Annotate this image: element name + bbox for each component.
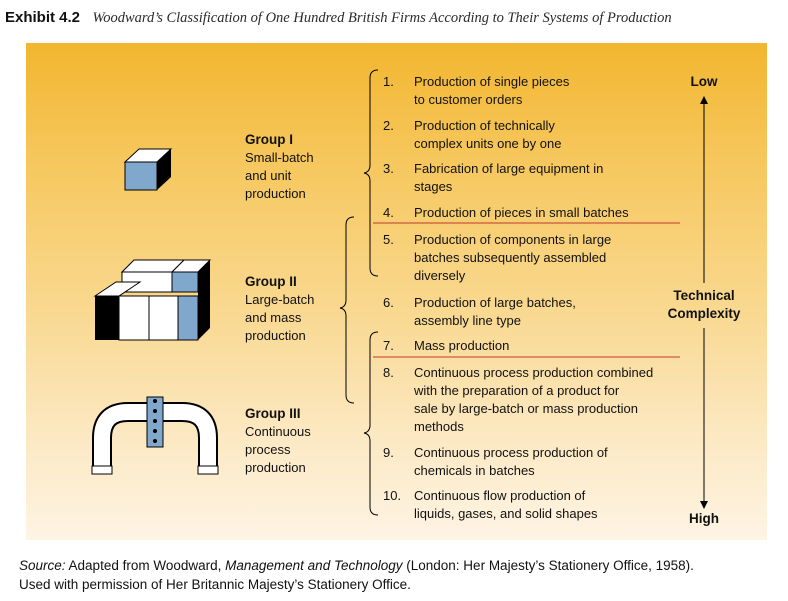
group-i-label: Group I Small-batch and unit production [245,131,314,203]
item-line: Production of components in large [414,232,612,247]
item-line: Continuous flow production of [414,488,586,503]
item-line: Production of large batches, [414,295,576,310]
group-ii-brace [339,216,355,404]
group-desc-line: and mass [245,310,302,325]
group-desc-line: production [245,186,306,201]
item-number: 4. [383,205,394,220]
group-name: Group III [245,406,301,421]
exhibit-label: Exhibit 4.2 [5,9,81,26]
group-desc-line: Small-batch [245,150,314,165]
item-text: Mass production [414,337,704,355]
exhibit-title: Woodward’s Classification of One Hundred… [92,10,672,26]
item-line: Production of pieces in small batches [414,205,629,220]
group-iii-label: Group III Continuous process production [245,405,311,477]
group-name: Group I [245,132,293,147]
item-line: stages [414,179,453,194]
axis-title-line: Complexity [667,306,741,321]
item-number: 8. [383,365,394,380]
axis-title-line: Technical [673,288,735,303]
item-number: 2. [383,118,394,133]
item-line: liquids, gases, and solid shapes [414,506,598,521]
exhibit-header: Exhibit 4.2 Woodward’s Classification of… [5,9,672,27]
item-text: Continuous process production combined w… [414,364,704,436]
group-i-brace [363,69,379,277]
source-line-1: Source: Adapted from Woodward, Managemen… [19,556,784,575]
item-text: Production of pieces in small batches [414,204,704,222]
group-desc-line: production [245,460,306,475]
group-desc-line: process [245,442,291,457]
item-line: sale by large-batch or mass production [414,401,639,416]
item-text: Continuous flow production of liquids, g… [414,487,704,523]
item-line: Continuous process production of [414,445,608,460]
item-number: 5. [383,232,394,247]
item-number: 6. [383,295,394,310]
item-text: Production of large batches, assembly li… [414,294,704,330]
item-line: Fabrication of large equipment in [414,161,604,176]
group-iii-brace [363,331,379,516]
item-text: Continuous process production of chemica… [414,444,704,480]
pipe-flange-icon [91,396,219,475]
item-text: Production of single pieces to customer … [414,73,704,109]
group-ii-label: Group II Large-batch and mass production [245,273,314,345]
group-desc-line: Continuous [245,424,311,439]
group-desc-line: and unit [245,168,292,183]
item-line: Production of single pieces [414,74,570,89]
item-number: 10. [383,488,402,503]
source-line-2: Used with permission of Her Britannic Ma… [19,577,411,592]
item-number: 3. [383,161,394,176]
source-text: Adapted from Woodward, [65,558,226,573]
single-cube-icon [123,148,173,191]
axis-low-label: Low [690,74,718,89]
item-line: chemicals in batches [414,463,535,478]
axis-title: Technical Complexity [658,287,750,323]
item-line: Production of technically [414,118,555,133]
group-desc-line: production [245,328,306,343]
source-prefix: Source: [19,558,66,573]
item-line: diversely [414,268,466,283]
item-text: Fabrication of large equipment in stages [414,160,704,196]
axis-high-label: High [689,511,719,526]
item-line: methods [414,419,464,434]
item-number: 9. [383,445,394,460]
item-line: Mass production [414,338,510,353]
item-line: Continuous process production combined [414,365,654,380]
item-line: assembly line type [414,313,521,328]
item-line: with the preparation of a product for [414,383,620,398]
source-note: Source: Adapted from Woodward, Managemen… [19,556,784,594]
group-name: Group II [245,274,297,289]
item-text: Production of technically complex units … [414,117,704,153]
item-number: 1. [383,74,394,89]
item-line: to customer orders [414,92,523,107]
source-text: (London: Her Majesty’s Stationery Office… [402,558,694,573]
stacked-cubes-icon [93,259,212,341]
source-book-title: Management and Technology [225,558,403,573]
item-number: 7. [383,338,394,353]
item-line: complex units one by one [414,136,562,151]
item-text: Production of components in large batche… [414,231,704,285]
group-desc-line: Large-batch [245,292,315,307]
item-line: batches subsequently assembled [414,250,607,265]
